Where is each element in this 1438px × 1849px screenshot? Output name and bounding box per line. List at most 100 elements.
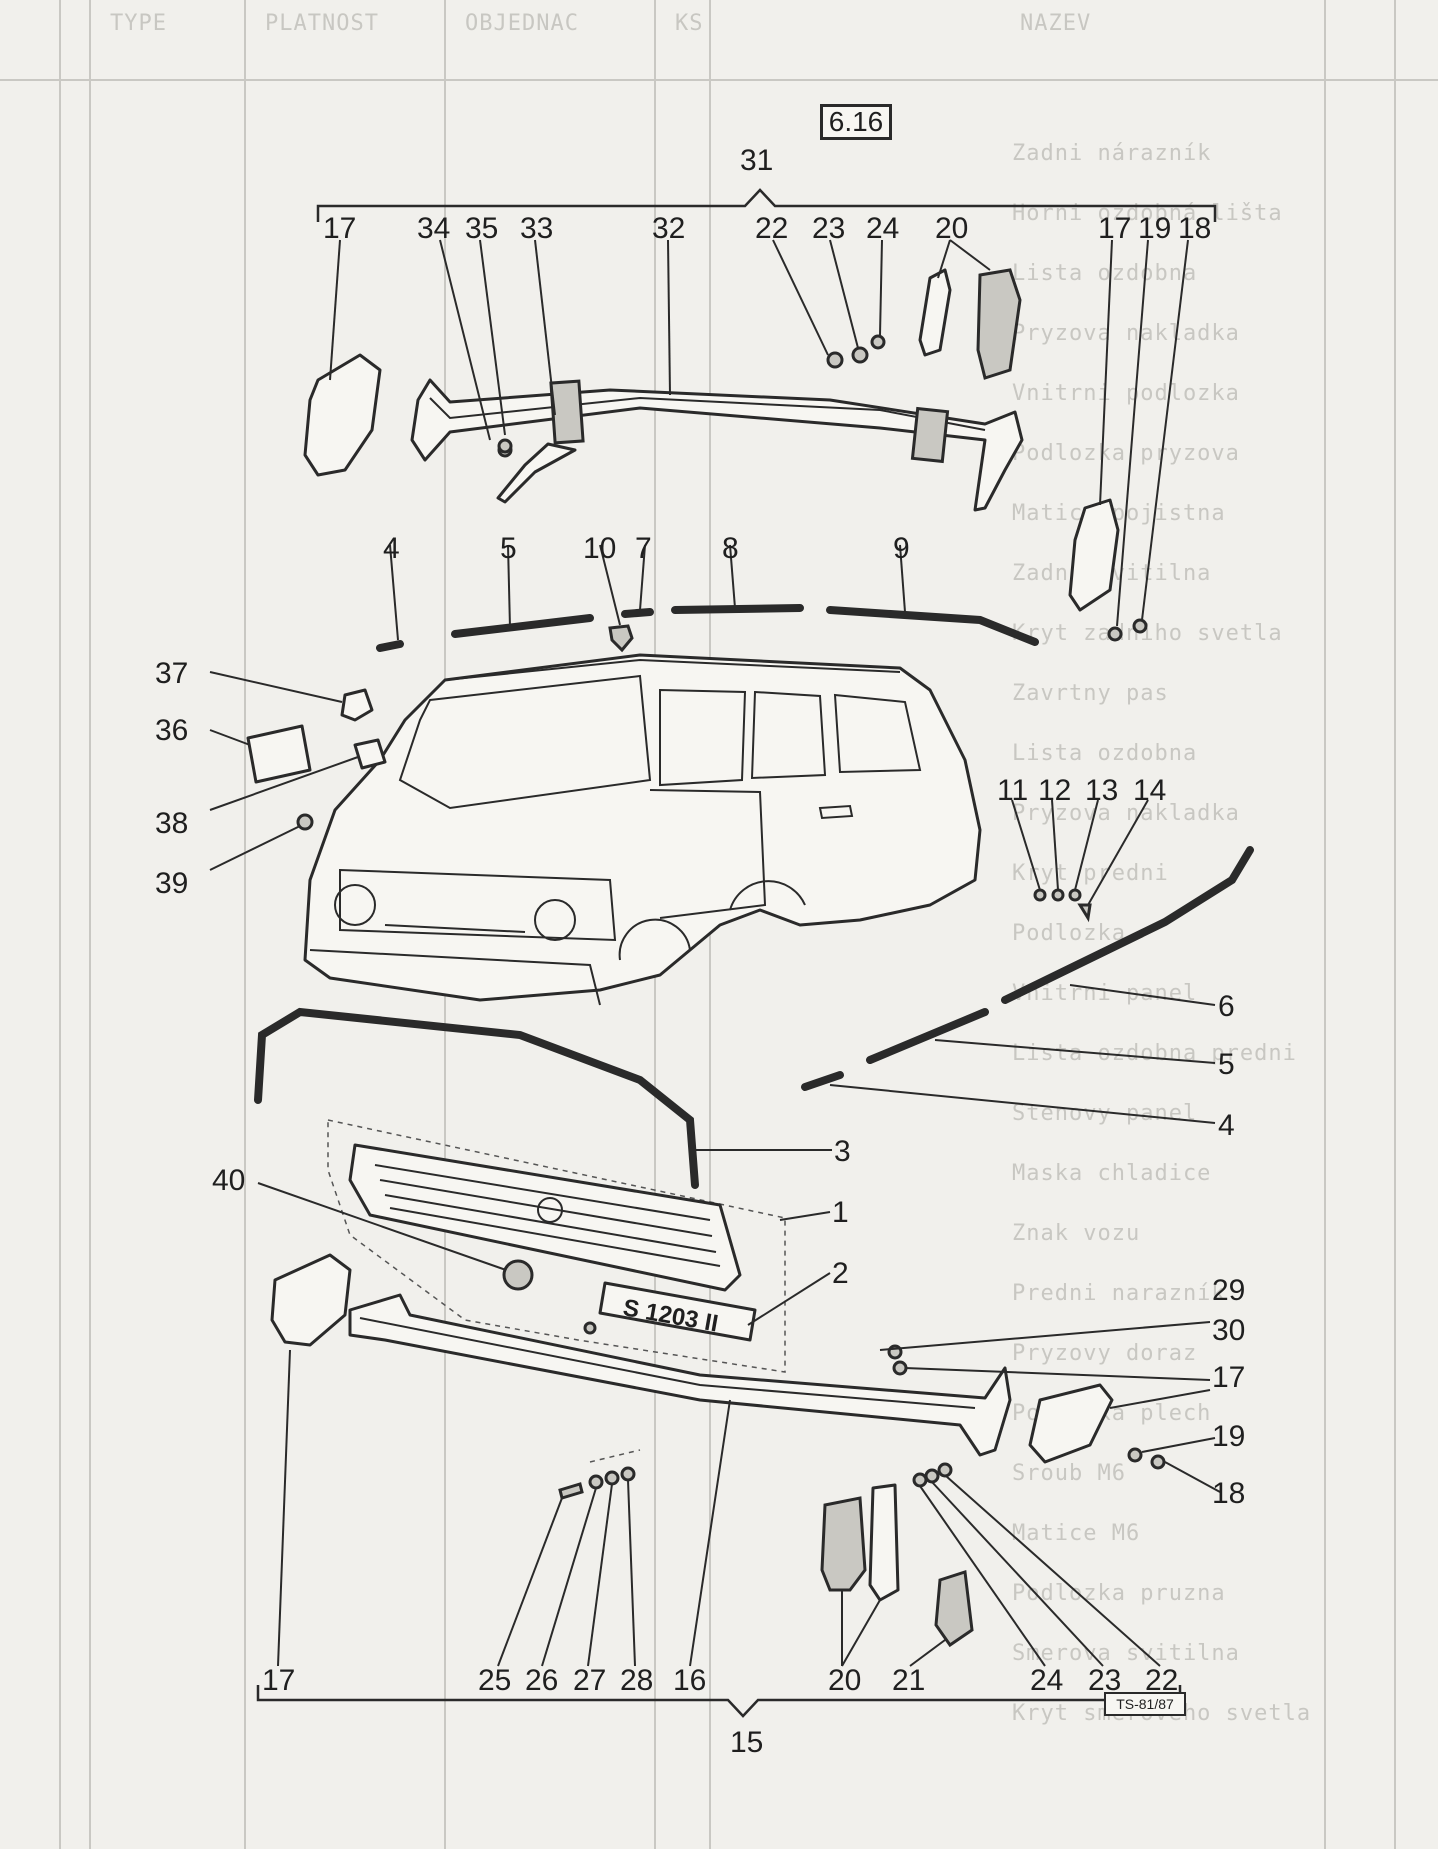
- bleed-row-text: Lista ozdobna: [1012, 741, 1197, 766]
- right-side-parts: [801, 799, 1254, 1124]
- leader-30: [904, 1367, 1211, 1381]
- callout-11: 11: [997, 774, 1028, 807]
- leader-14: [1087, 799, 1149, 906]
- front-lamp-lens: [820, 1496, 867, 1592]
- callout-rear-20: 20: [935, 212, 968, 245]
- door-handle: [818, 804, 854, 820]
- left-small-parts: [209, 671, 387, 871]
- callout-32: 32: [652, 212, 685, 245]
- callout-7: 7: [635, 532, 652, 565]
- bleed-header-col: PLATNOST: [265, 11, 379, 36]
- bleed-row-text: Zavrtny pas: [1012, 681, 1169, 706]
- callout-rear-17b: 17: [1098, 212, 1131, 245]
- leader-8: [729, 544, 736, 609]
- strip-8-roof: [671, 604, 804, 614]
- bleed-row-text: Znak vozu: [1012, 1221, 1140, 1246]
- callout-2: 2: [832, 1257, 849, 1290]
- bleed-row-text: Matice M6: [1012, 1521, 1140, 1546]
- side-door: [649, 789, 767, 919]
- washer-12: [1051, 888, 1065, 902]
- cover-plate-36: [246, 724, 312, 784]
- leader-29: [879, 1321, 1211, 1351]
- leader-36: [209, 729, 251, 746]
- roof-trim-group: [376, 544, 1039, 653]
- callout-38: 38: [155, 807, 188, 840]
- leader-24-front: [919, 1485, 1046, 1667]
- hinge-37: [340, 688, 374, 722]
- nut-11: [1033, 888, 1047, 902]
- callout-28: 28: [620, 1664, 653, 1697]
- callout-labels: 31 17 34 35 33 32 22 23 24 20 17 19 18 4…: [155, 144, 1245, 1759]
- washer-23-rear: [851, 346, 869, 364]
- strip-7-roof: [621, 608, 654, 618]
- bleed-row-text: Vnitrni podlozka: [1012, 381, 1240, 406]
- callout-16: 16: [673, 1664, 706, 1697]
- front-bumper-group: [256, 1253, 1221, 1718]
- leader-19-front: [1141, 1437, 1216, 1453]
- callout-front-18: 18: [1212, 1477, 1245, 1510]
- callout-40: 40: [212, 1164, 245, 1197]
- leader-21: [909, 1639, 946, 1667]
- bleed-row-text: Podlozka pruzna: [1012, 1581, 1226, 1606]
- bleed-row-text: Pryzovy doraz: [1012, 1341, 1197, 1366]
- leader-11: [1011, 799, 1041, 891]
- front-corner-cap-left: [270, 1253, 352, 1347]
- bleed-row-text: Pryzova nakladka: [1012, 801, 1240, 826]
- brace-31: [316, 188, 1217, 222]
- callout-rear-22: 22: [755, 212, 788, 245]
- nut-28: [620, 1466, 636, 1482]
- leader-25: [497, 1497, 563, 1667]
- leader-32: [667, 239, 671, 396]
- leader-28: [627, 1479, 636, 1667]
- bleed-row-text: Podlozka pryzova: [1012, 441, 1240, 466]
- side-window-1: [659, 688, 747, 787]
- leader-22-rear: [772, 239, 829, 356]
- leader-35: [479, 239, 506, 436]
- callout-rear-23: 23: [812, 212, 845, 245]
- bleed-row-text: Predni narazník: [1012, 1281, 1226, 1306]
- front-frame: [309, 949, 601, 1006]
- callout-6: 6: [1218, 990, 1235, 1023]
- leader-33: [534, 239, 556, 416]
- callout-14: 14: [1133, 774, 1166, 807]
- van-body-shell: [303, 653, 982, 1002]
- leader-4-side: [829, 1084, 1216, 1124]
- front-wheel-arch: [618, 918, 691, 961]
- callout-35: 35: [465, 212, 498, 245]
- leader-37: [209, 671, 343, 703]
- strip-5-side: [866, 1008, 989, 1064]
- drawing-ref-box: TS-81/87: [1104, 1692, 1186, 1716]
- bleed-row-text: Zadni nárazník: [1012, 141, 1211, 166]
- bleed-row-text: Lista ozdobna predni: [1012, 1041, 1297, 1066]
- windshield: [398, 674, 652, 810]
- leader-27: [587, 1483, 613, 1667]
- rear-bumper-group: [303, 188, 1217, 642]
- leader-20-front: [841, 1590, 881, 1667]
- model-badge: [598, 1281, 757, 1342]
- leader-17-front-left: [277, 1349, 291, 1667]
- callout-36: 36: [155, 714, 188, 747]
- callout-front-17l: 17: [262, 1664, 295, 1697]
- bleed-row-text: Smerova svitilna: [1012, 1641, 1240, 1666]
- bolt-18-rear: [1132, 618, 1148, 634]
- leader-5-roof: [507, 544, 511, 629]
- plug-39: [296, 813, 314, 831]
- rear-corner-cap-left: [303, 353, 382, 477]
- callout-10: 10: [583, 532, 616, 565]
- front-corner-cap-right: [1028, 1383, 1114, 1464]
- nut-24-front: [912, 1472, 928, 1488]
- bolt-18-front: [1150, 1454, 1166, 1470]
- callout-front-20: 20: [828, 1664, 861, 1697]
- leader-20-rear: [937, 239, 991, 279]
- bolt-25: [558, 1482, 584, 1500]
- nut-24-rear: [870, 334, 886, 350]
- strip-5-roof: [451, 614, 594, 638]
- rear-bumper-bracket-right: [910, 406, 950, 464]
- leader-39: [209, 825, 301, 871]
- leader-18-rear: [1141, 239, 1189, 621]
- bracket-strut: [496, 442, 577, 504]
- callout-side-5: 5: [1218, 1048, 1235, 1081]
- headlight-right: [534, 899, 576, 941]
- leader-26: [541, 1487, 597, 1667]
